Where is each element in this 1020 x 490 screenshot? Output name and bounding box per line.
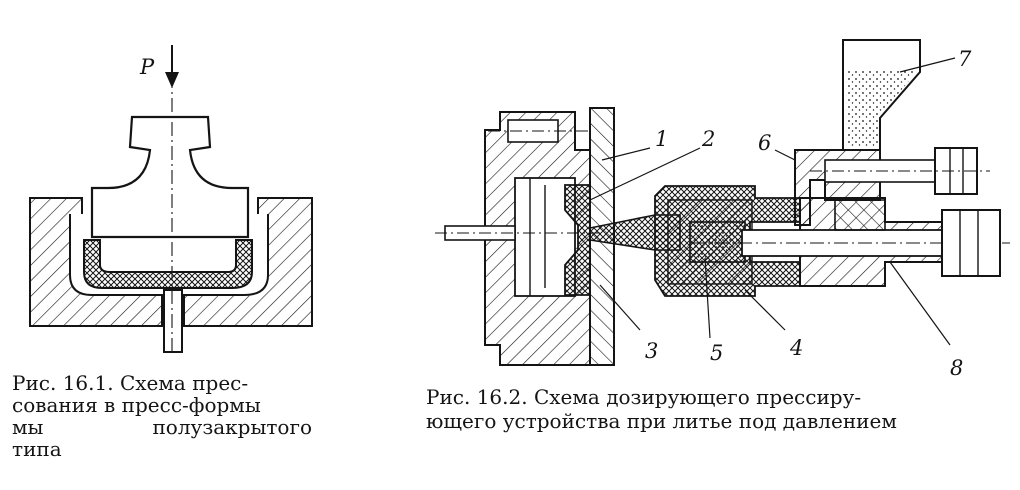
label-7: 7 — [958, 47, 972, 71]
molded-part — [83, 239, 253, 289]
caption-line: сования в пресс-формы — [12, 393, 261, 417]
plunger-end — [941, 209, 1001, 277]
caption-line: Рис. 16.1. Схема прес- — [12, 371, 249, 395]
figure-16-1-caption: Рис. 16.1. Схема прес- сования в пресс-ф… — [12, 372, 332, 460]
label-6: 6 — [758, 131, 771, 155]
caption-line: типа — [12, 437, 62, 461]
caption-line: ющего устройства при литье под давлением — [426, 409, 897, 433]
label-8: 8 — [950, 356, 963, 380]
caption-line: мы полузакрытого — [12, 415, 312, 439]
punch — [90, 115, 250, 239]
label-3: 3 — [645, 339, 658, 363]
caption-line: Рис. 16.2. Схема дозирующего прессиру- — [426, 385, 862, 409]
figure-16-2-caption: Рис. 16.2. Схема дозирующего прессиру- ю… — [426, 385, 1006, 433]
force-label: P — [139, 55, 155, 79]
label-1: 1 — [655, 127, 668, 151]
label-5: 5 — [710, 341, 723, 365]
label-4: 4 — [789, 336, 803, 360]
ejector-pin — [163, 289, 183, 353]
figure-16-1-drawing: P — [29, 45, 313, 355]
melt-chamber — [689, 221, 746, 263]
figure-16-2-drawing: 1 2 3 5 4 6 7 8 — [435, 39, 1010, 380]
casting — [564, 184, 591, 296]
label-2: 2 — [701, 127, 715, 151]
